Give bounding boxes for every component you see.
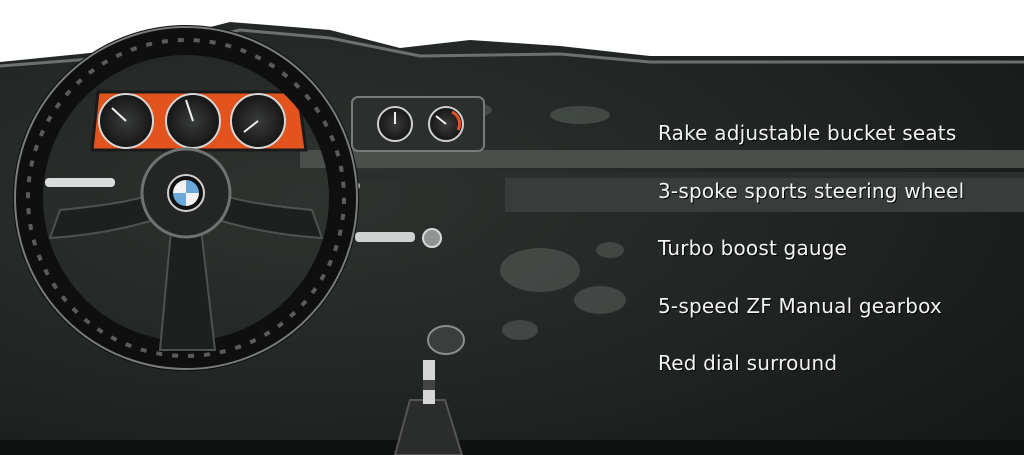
feature-list: Rake adjustable bucket seats 3-spoke spo… xyxy=(658,116,1018,404)
dash-trim-band xyxy=(340,172,1024,180)
glovebox-panel xyxy=(505,178,1024,212)
air-vent-slot xyxy=(45,178,115,187)
centre-gauge-pod xyxy=(351,96,485,152)
dash-lower-band xyxy=(0,440,1024,455)
feature-item: 3-spoke sports steering wheel xyxy=(658,178,965,203)
feature-item: Turbo boost gauge xyxy=(658,236,848,260)
turbo-boost-gauge-icon xyxy=(428,106,464,142)
dash-knob-icon xyxy=(422,228,442,248)
steering-wheel-icon xyxy=(13,25,359,371)
bmw-roundel-icon xyxy=(167,174,205,212)
dash-trim-band xyxy=(300,150,1024,168)
clock-gauge-icon xyxy=(377,106,413,142)
dash-switch-slot xyxy=(355,232,415,242)
gear-lever-icon xyxy=(393,325,465,455)
feature-item: Rake adjustable bucket seats xyxy=(658,121,957,145)
gauge-tachometer-icon xyxy=(165,93,221,149)
gauge-fuel-icon xyxy=(230,93,286,149)
feature-item: Red dial surround xyxy=(658,351,838,375)
feature-item: 5-speed ZF Manual gearbox xyxy=(658,293,942,318)
gauge-speedometer-icon xyxy=(98,93,154,149)
